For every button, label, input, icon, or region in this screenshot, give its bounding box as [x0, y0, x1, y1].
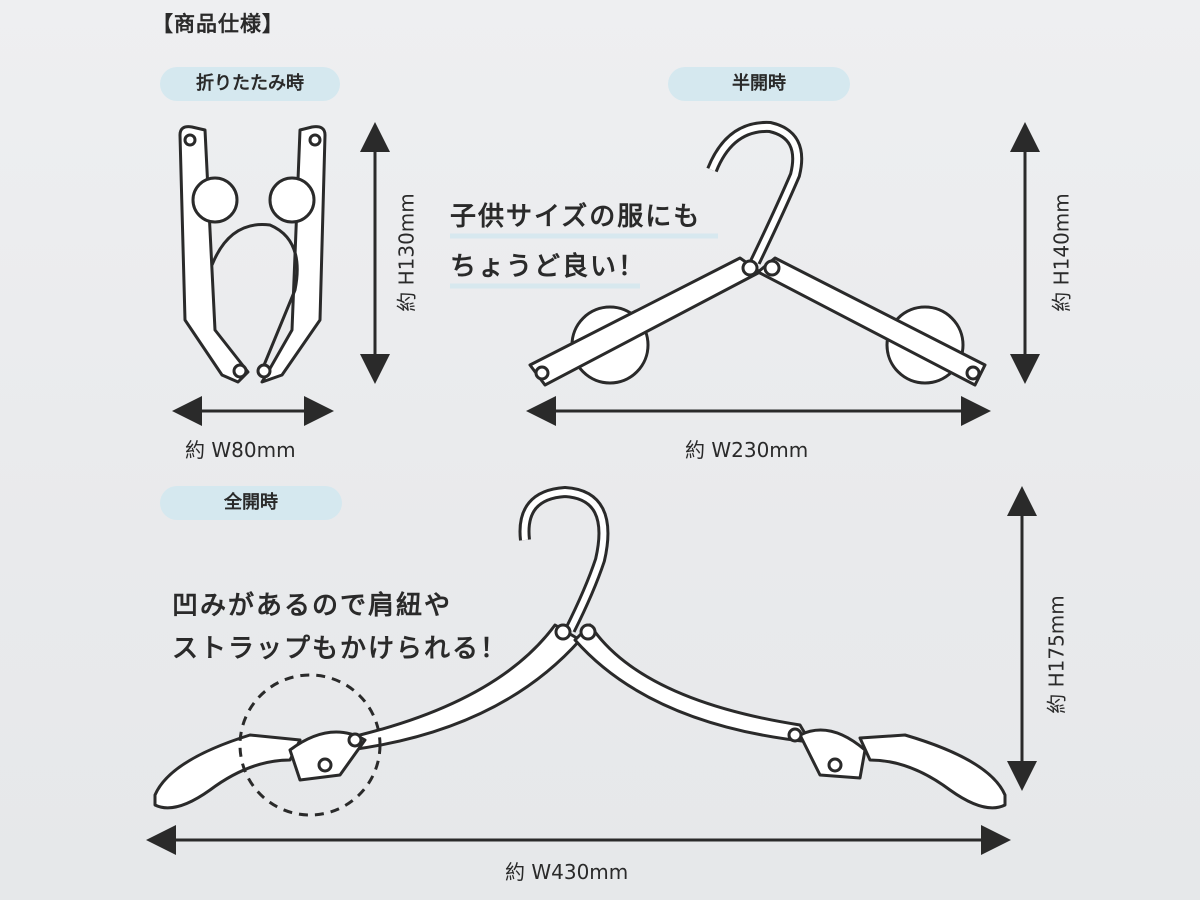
half-note-line2: ちょうど良い！: [450, 252, 647, 282]
full-height-label: 約 H175mm: [1044, 595, 1069, 714]
full-note-line1: 凹みがあるので肩紐や: [172, 591, 453, 621]
folded-height-label: 約 H130mm: [394, 193, 419, 312]
folded-width-label: 約 W80mm: [185, 438, 296, 462]
full-note-line2: ストラップもかけられる！: [172, 634, 509, 664]
half-open-hanger-illustration: [528, 120, 987, 387]
dashed-highlight-circle: [238, 673, 382, 817]
half-height-label: 約 H140mm: [1049, 193, 1074, 312]
label-half-open: 半開時: [668, 67, 850, 101]
callout-underline: [450, 233, 718, 289]
label-folded: 折りたたみ時: [160, 67, 340, 101]
full-width-label: 約 W430mm: [505, 860, 629, 884]
half-width-label: 約 W230mm: [685, 438, 809, 462]
folded-hanger-illustration: [178, 125, 327, 384]
full-open-hanger-illustration: [153, 486, 1007, 810]
half-note-line1: 子供サイズの服にも: [450, 202, 702, 232]
label-full-open: 全開時: [160, 486, 342, 520]
page-title: 【商品仕様】: [152, 12, 284, 36]
